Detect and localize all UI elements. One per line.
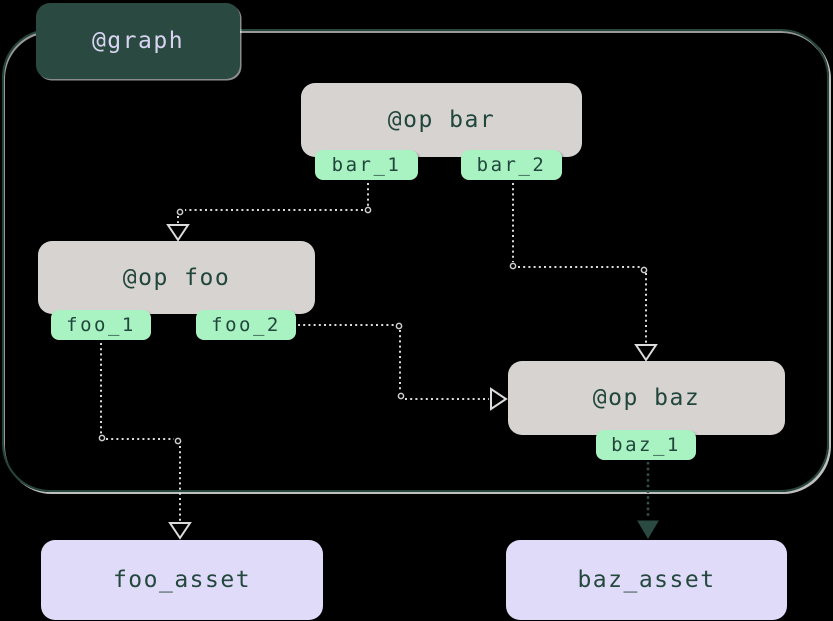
op-bar-label: @op bar	[387, 107, 496, 133]
asset-baz-label: baz_asset	[577, 567, 716, 593]
output-tag-foo-1: foo_1	[51, 310, 151, 340]
output-tag-foo-1-text: foo_1	[66, 314, 136, 336]
op-node-foo: @op foo	[38, 241, 315, 314]
op-node-baz: @op baz	[508, 361, 785, 435]
output-tag-baz-1-text: baz_1	[611, 434, 681, 456]
op-baz-label: @op baz	[592, 385, 701, 411]
output-tag-bar-1-text: bar_1	[331, 154, 402, 176]
output-tag-bar-2: bar_2	[461, 150, 562, 180]
asset-node-baz-asset: baz_asset	[506, 540, 787, 620]
arrowhead-baz-asset	[637, 520, 659, 539]
asset-foo-label: foo_asset	[112, 567, 252, 593]
output-tag-foo-2: foo_2	[196, 310, 296, 340]
op-node-bar: @op bar	[301, 83, 582, 157]
graph-boundary	[2, 29, 829, 492]
op-foo-label: @op foo	[122, 264, 231, 291]
output-tag-baz-1: baz_1	[596, 430, 696, 460]
graph-label-text: @graph	[91, 28, 185, 54]
graph-label: @graph	[36, 3, 240, 79]
output-tag-bar-1: bar_1	[315, 150, 418, 180]
arrowhead-foo-asset	[168, 522, 192, 540]
output-tag-foo-2-text: foo_2	[211, 314, 281, 336]
asset-node-foo-asset: foo_asset	[41, 540, 323, 620]
output-tag-bar-2-text: bar_2	[476, 154, 547, 176]
